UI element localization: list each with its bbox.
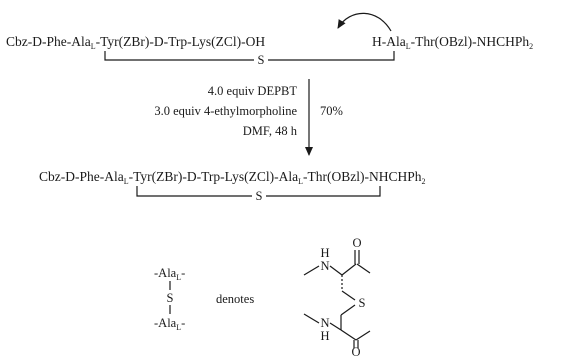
condition-reagent-1: 4.0 equiv DEPBT (208, 84, 298, 98)
atom-n-top: N (320, 259, 329, 273)
bracket-sulfur-top: S (258, 53, 265, 67)
condition-reagent-2: 3.0 equiv 4-ethylmorpholine (154, 104, 297, 118)
reactant-right-peptide: H-AlaL-Thr(OBzl)-NHCHPh2 (372, 34, 533, 51)
atom-n-bottom: N (320, 316, 329, 330)
atom-o-bottom: O (351, 345, 360, 358)
curved-attack-arrow (337, 12, 392, 32)
reaction-yield: 70% (320, 104, 343, 118)
atom-h-bottom: H (320, 329, 329, 343)
atom-h-top: H (320, 246, 329, 260)
bracket-sulfur-product: S (256, 189, 263, 203)
atom-o-top: O (352, 236, 361, 250)
reactant-left-peptide: Cbz-D-Phe-AlaL-Tyr(ZBr)-D-Trp-Lys(ZCl)-O… (6, 34, 265, 51)
legend-ala-bottom: -AlaL- (154, 316, 185, 332)
thioether-bracket-top (104, 51, 395, 61)
condition-solvent-time: DMF, 48 h (243, 124, 298, 138)
thioether-bracket-product (136, 186, 381, 197)
legend-ala-top: -AlaL- (154, 266, 185, 282)
lanthionine-structure: N H O S N H O (303, 236, 371, 358)
legend-sulfur: S (167, 291, 174, 305)
legend-denotes: denotes (216, 292, 254, 306)
atom-s: S (359, 296, 366, 310)
product-peptide: Cbz-D-Phe-AlaL-Tyr(ZBr)-D-Trp-Lys(ZCl)-A… (39, 169, 426, 186)
